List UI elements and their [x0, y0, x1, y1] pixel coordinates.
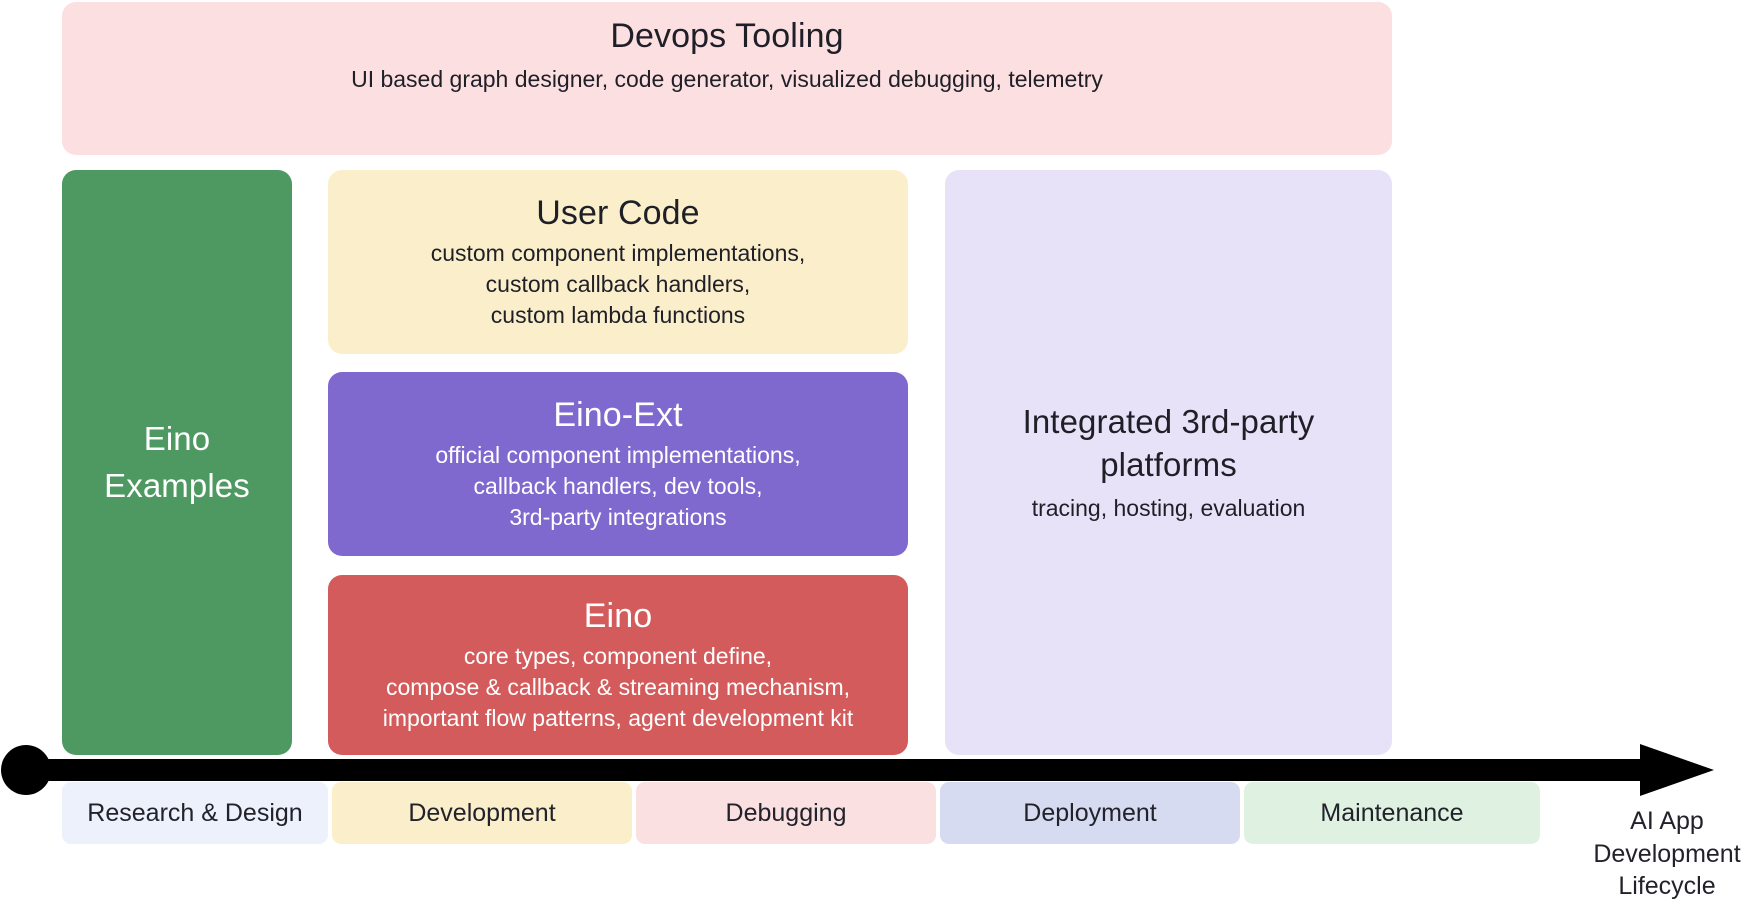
- third-party-platforms-title: Integrated 3rd-party platforms: [1022, 402, 1315, 483]
- lifecycle-caption: AI App Development Lifecycle: [1593, 807, 1741, 900]
- devops-tooling-title: Devops Tooling: [610, 17, 844, 55]
- lifecycle-stage-label: Debugging: [725, 798, 847, 827]
- user-code-title: User Code: [536, 193, 700, 232]
- eino-core-subtitle: core types, component define, compose & …: [382, 642, 854, 732]
- user-code-box: User Code custom component implementatio…: [328, 170, 908, 354]
- lifecycle-stage-chip[interactable]: Development: [332, 782, 632, 844]
- eino-ext-subtitle: official component implementations, call…: [435, 441, 801, 531]
- eino-core-title: Eino: [583, 596, 653, 635]
- lifecycle-stage-chip[interactable]: Debugging: [636, 782, 936, 844]
- lifecycle-stage-label: Research & Design: [87, 798, 303, 827]
- eino-examples-box: Eino Examples: [62, 170, 292, 755]
- third-party-platforms-box: Integrated 3rd-party platforms tracing, …: [945, 170, 1392, 755]
- lifecycle-stage-chip[interactable]: Maintenance: [1244, 782, 1540, 844]
- lifecycle-stage-label: Deployment: [1023, 798, 1157, 827]
- lifecycle-stage-row: Research & Design Development Debugging Dep…: [62, 782, 1567, 844]
- lifecycle-stage-label: Development: [408, 798, 556, 827]
- lifecycle-stage-chip[interactable]: Research & Design: [62, 782, 328, 844]
- eino-examples-title: Eino Examples: [104, 419, 250, 504]
- devops-tooling-box: Devops Tooling UI based graph designer, …: [62, 2, 1392, 155]
- lifecycle-arrow-icon: [1, 744, 1714, 796]
- lifecycle-stage-chip[interactable]: Deployment: [940, 782, 1240, 844]
- user-code-subtitle: custom component implementations, custom…: [430, 239, 806, 329]
- eino-ext-box: Eino-Ext official component implementati…: [328, 372, 908, 556]
- devops-tooling-subtitle: UI based graph designer, code generator,…: [351, 66, 1103, 93]
- eino-ext-title: Eino-Ext: [553, 395, 683, 434]
- lifecycle-stage-label: Maintenance: [1320, 798, 1464, 827]
- third-party-platforms-subtitle: tracing, hosting, evaluation: [1031, 494, 1306, 521]
- eino-core-box: Eino core types, component define, compo…: [328, 575, 908, 755]
